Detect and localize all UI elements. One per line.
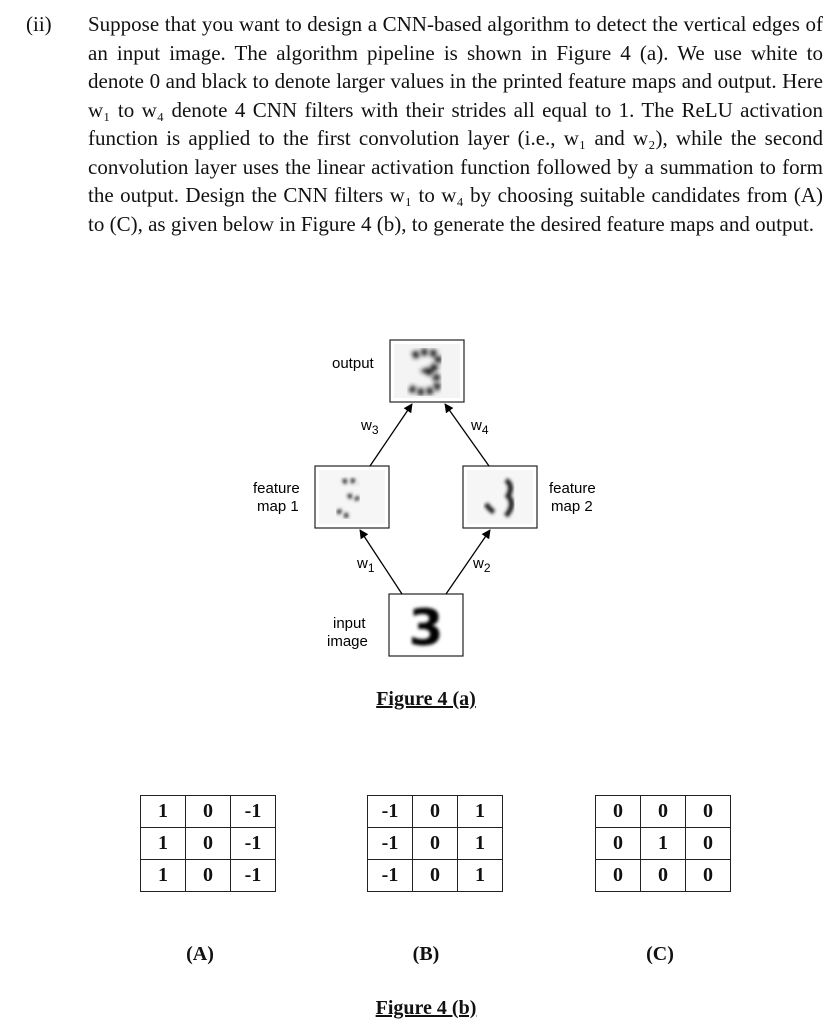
feature-map-2-label-line1: feature <box>549 480 596 497</box>
input-label-line1: input <box>333 615 366 632</box>
filter-cell: -1 <box>230 795 276 828</box>
filter-cell: 1 <box>457 795 503 828</box>
input-digit: 3 <box>409 599 444 657</box>
filter-cell: 1 <box>140 859 186 892</box>
filter-cell: -1 <box>367 859 413 892</box>
filter-cell: 0 <box>595 859 641 892</box>
question-text: Suppose that you want to design a CNN-ba… <box>88 12 823 236</box>
filter-cell: -1 <box>230 827 276 860</box>
filter-cell: 0 <box>595 795 641 828</box>
figure-4b-caption: Figure 4 (b) <box>375 997 477 1019</box>
question-number: (ii) <box>26 12 52 36</box>
filter-cell: 0 <box>685 827 731 860</box>
figure-4a-diagram: output feature map 1 feature map 2 3 inp… <box>253 339 596 657</box>
feature-map-1-label-line1: feature <box>253 480 300 497</box>
filter-cell: 0 <box>412 795 458 828</box>
output-label: output <box>332 355 375 372</box>
filter-cell: 0 <box>640 859 686 892</box>
filter-cell: 1 <box>457 859 503 892</box>
filter-cell: 0 <box>685 859 731 892</box>
filter-cell: 0 <box>595 827 641 860</box>
filter-cell: -1 <box>230 859 276 892</box>
arrow-w3 <box>369 403 413 467</box>
w2-label: w2 <box>472 555 491 575</box>
filter-cell: 0 <box>412 827 458 860</box>
filter-cell: -1 <box>367 827 413 860</box>
feature-map-2-image <box>462 465 538 529</box>
figure-4a-caption: Figure 4 (a) <box>376 688 476 710</box>
filter-cell: 0 <box>185 859 231 892</box>
output-image <box>389 339 465 403</box>
filter-cell: 1 <box>457 827 503 860</box>
arrow-w2 <box>445 529 491 595</box>
input-image: 3 <box>388 593 464 657</box>
filter-a-label: (A) <box>186 943 214 965</box>
filter-cell: 1 <box>140 827 186 860</box>
feature-map-2-label-line2: map 2 <box>551 498 593 515</box>
input-label-line2: image <box>327 633 368 650</box>
filter-cell: -1 <box>367 795 413 828</box>
feature-map-1-label-line2: map 1 <box>257 498 299 515</box>
w1-label: w1 <box>356 555 375 575</box>
feature-map-1-image <box>314 465 390 529</box>
filter-cell: 1 <box>140 795 186 828</box>
filter-cell: 0 <box>412 859 458 892</box>
filter-cell: 1 <box>640 827 686 860</box>
filter-cell: 0 <box>185 827 231 860</box>
filter-cell: 0 <box>640 795 686 828</box>
arrow-w1 <box>359 529 403 595</box>
w4-label: w4 <box>470 417 489 437</box>
filter-b-label: (B) <box>412 943 440 965</box>
filter-cell: 0 <box>185 795 231 828</box>
arrow-w4 <box>444 403 490 467</box>
filter-c-label: (C) <box>646 943 674 965</box>
filter-cell: 0 <box>685 795 731 828</box>
w3-label: w3 <box>360 417 379 437</box>
